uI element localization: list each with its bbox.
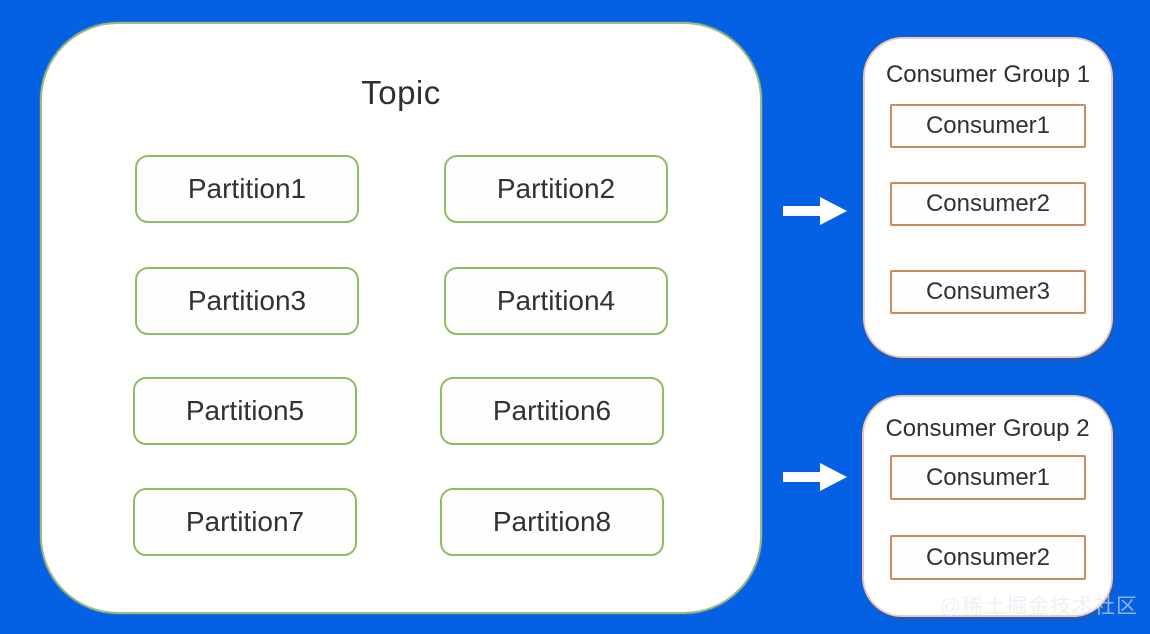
partition-box-6: Partition6 (440, 377, 664, 445)
group1-consumer-box-3: Consumer3 (890, 270, 1086, 314)
topic-title: Topic (361, 74, 441, 111)
watermark: @稀土掘金技术社区 (939, 595, 1138, 618)
group2-consumer-box-2: Consumer2 (890, 535, 1086, 580)
partition-box-7: Partition7 (133, 488, 357, 556)
group1-consumer-box-2: Consumer2 (890, 182, 1086, 226)
right-arrow-icon-group2 (783, 460, 847, 494)
consumer-group-2-title: Consumer Group 2 (885, 415, 1090, 442)
group2-consumer-box-1: Consumer1 (890, 455, 1086, 500)
partition-box-1: Partition1 (135, 155, 359, 223)
partition-box-5: Partition5 (133, 377, 357, 445)
topic-container: Topic Partition1 Partition2 Partition3 P… (40, 22, 762, 614)
group1-consumer-box-1: Consumer1 (890, 104, 1086, 148)
consumer-group-1-panel: Consumer Group 1 Consumer1 Consumer2 Con… (863, 37, 1113, 358)
partition-box-2: Partition2 (444, 155, 668, 223)
right-arrow-icon-group1 (783, 194, 847, 228)
consumer-group-2-panel: Consumer Group 2 Consumer1 Consumer2 (862, 395, 1113, 617)
partition-box-8: Partition8 (440, 488, 664, 556)
partition-box-4: Partition4 (444, 267, 668, 335)
partition-box-3: Partition3 (135, 267, 359, 335)
consumer-group-1-title: Consumer Group 1 (885, 61, 1091, 88)
